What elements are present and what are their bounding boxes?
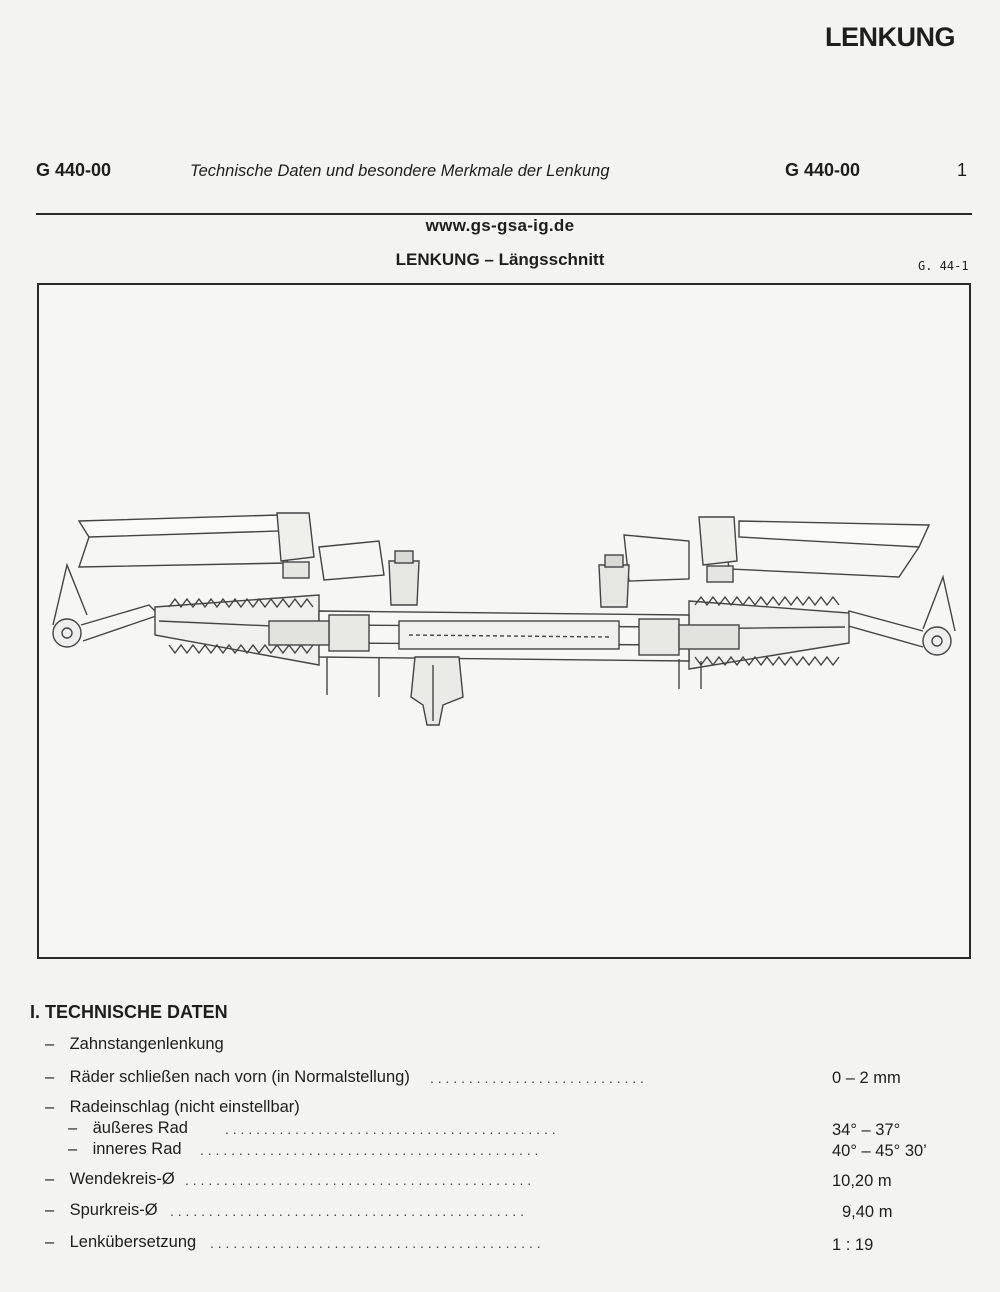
spec-value: 9,40 m [842,1203,893,1221]
document-subtitle: Technische Daten und besondere Merkmale … [190,162,610,180]
spec-row: – Radeinschlag (nicht einstellbar) [45,1098,300,1117]
list-dash: – [45,1170,55,1188]
list-dash: – [45,1201,55,1219]
leader-dots: . . . . . . . . . . . . . . . . . . . . … [210,1235,541,1251]
spec-label: Zahnstangenlenkung [69,1035,224,1053]
spec-subrow: – äußeres Rad [68,1119,188,1138]
spec-value: 1 : 19 [832,1236,874,1254]
spec-row: – Zahnstangenlenkung [45,1035,224,1054]
figure-frame [37,283,971,959]
page-number: 1 [957,160,968,180]
technical-data-title: I. TECHNISCHE DATEN [30,1002,228,1022]
spec-label: Räder schließen nach vorn (in Normalstel… [69,1068,410,1086]
spec-value: 40° – 45° 30’ [832,1142,927,1160]
list-dash: – [45,1098,55,1116]
spec-label: Radeinschlag (nicht einstellbar) [69,1098,300,1116]
list-dash: – [45,1035,55,1053]
spec-label: Lenkübersetzung [69,1233,197,1251]
list-dash: – [45,1068,55,1086]
spec-value: 0 – 2 mm [832,1069,901,1087]
spec-label: Wendekreis-Ø [69,1170,175,1188]
document-code-left: G 440-00 [36,160,112,180]
spec-label: inneres Rad [92,1140,182,1158]
document-code-right: G 440-00 [785,160,861,180]
spec-row: – Spurkreis-Ø [45,1201,158,1220]
spec-row: – Wendekreis-Ø [45,1170,175,1189]
leader-dots: . . . . . . . . . . . . . . . . . . . . … [200,1142,539,1158]
leader-dots: . . . . . . . . . . . . . . . . . . . . … [185,1172,532,1188]
list-dash: – [45,1233,55,1251]
figure-reference: G. 44-1 [918,259,969,273]
spec-row: – Räder schließen nach vorn (in Normalst… [45,1068,410,1087]
section-title: LENKUNG [825,22,956,52]
list-dash: – [68,1119,78,1137]
spec-subrow: – inneres Rad [68,1140,182,1159]
leader-dots: . . . . . . . . . . . . . . . . . . . . … [170,1203,524,1219]
steering-cross-section-drawing [52,512,956,726]
spec-value: 34° – 37° [832,1121,901,1139]
website-link[interactable]: www.gs-gsa-ig.de [425,216,575,235]
list-dash: – [68,1140,78,1158]
spec-label: äußeres Rad [92,1119,188,1137]
spec-value: 10,20 m [832,1172,892,1190]
spec-label: Spurkreis-Ø [69,1201,158,1219]
header-rule [36,213,972,215]
figure-title: LENKUNG – Längsschnitt [395,250,605,269]
leader-dots: . . . . . . . . . . . . . . . . . . . . … [225,1121,556,1137]
spec-row: – Lenkübersetzung [45,1233,196,1252]
leader-dots: . . . . . . . . . . . . . . . . . . . . … [430,1070,644,1086]
